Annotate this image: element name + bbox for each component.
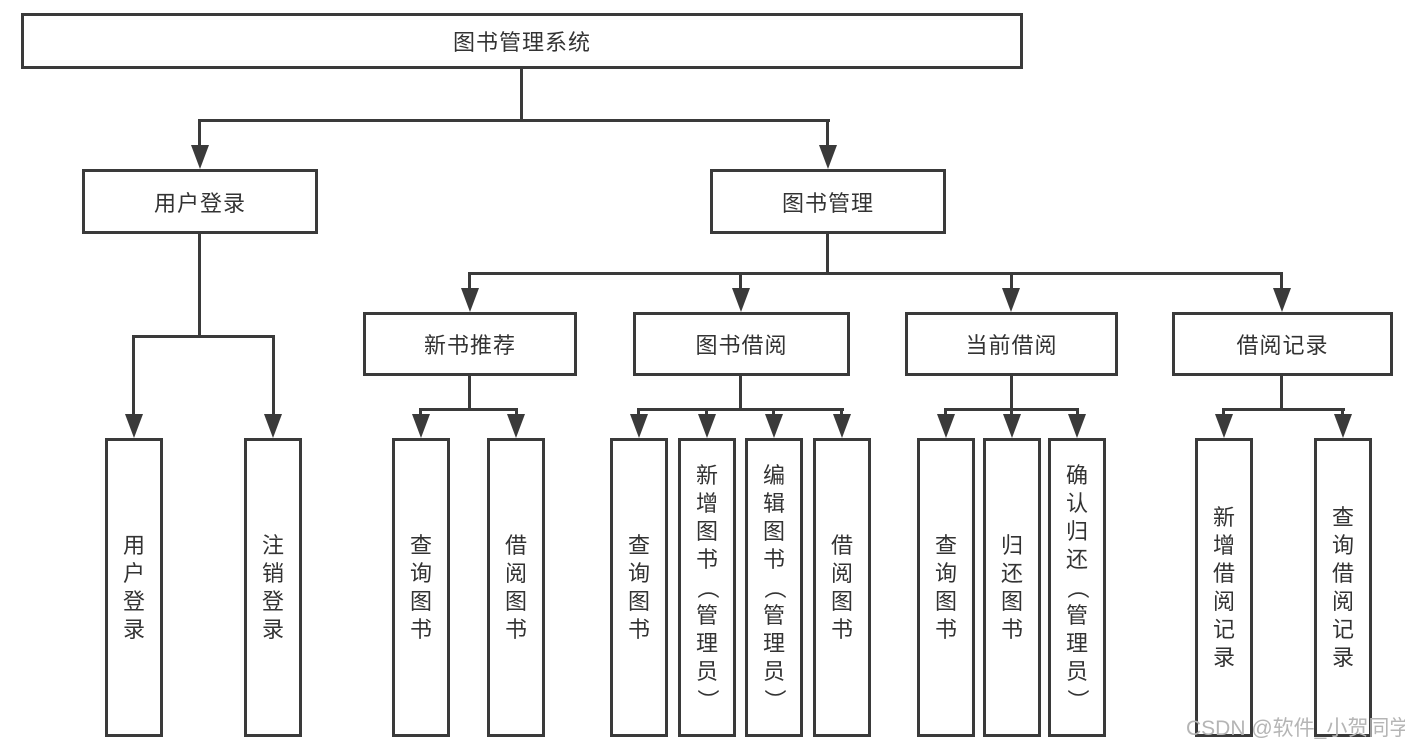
leaf-borrow-book-recommend: 借阅图书 [487, 438, 545, 737]
connector-drop-logout-leaf [272, 335, 275, 418]
arrowhead-e1 [630, 414, 648, 438]
arrowhead-login-leaf [125, 414, 143, 438]
connector-root-stub [520, 68, 523, 122]
leaf-query-book-recommend: 查询图书 [392, 438, 450, 737]
leaf-query-book-borrow: 查询图书 [610, 438, 668, 737]
connector-user-login-stub [198, 233, 201, 338]
arrowhead-e4 [833, 414, 851, 438]
node-library-management-system: 图书管理系统 [21, 13, 1023, 69]
leaf-add-borrow-record: 新增借阅记录 [1195, 438, 1253, 737]
connector-drop-f3 [1076, 408, 1079, 418]
connector-drop-d1 [419, 408, 422, 418]
watermark: CSDN @软件_小贺同学 [1186, 717, 1405, 740]
connector-current-stub [1010, 375, 1013, 411]
leaf-query-borrow-record: 查询借阅记录 [1314, 438, 1372, 737]
connector-drop-f1 [944, 408, 947, 418]
node-new-book-recommend: 新书推荐 [363, 312, 577, 376]
arrowhead-f3 [1068, 414, 1086, 438]
connector-drop-f2 [1010, 408, 1013, 418]
connector-drop-borrow [739, 272, 742, 292]
connector-drop-current [1010, 272, 1013, 292]
arrowhead-records [1273, 288, 1291, 312]
arrowhead-f2 [1003, 414, 1021, 438]
connector-drop-g1 [1222, 408, 1225, 418]
node-book-borrowing: 图书借阅 [633, 312, 850, 376]
node-current-borrowing: 当前借阅 [905, 312, 1118, 376]
connector-drop-e2 [705, 408, 708, 418]
leaf-logout: 注销登录 [244, 438, 302, 737]
arrowhead-g1 [1215, 414, 1233, 438]
connector-drop-d2 [515, 408, 518, 418]
arrowhead-d2 [507, 414, 525, 438]
leaf-confirm-return-admin: 确认归还（管理员） [1048, 438, 1106, 737]
arrowhead-e3 [765, 414, 783, 438]
connector-bracket-level2 [198, 119, 830, 122]
arrowhead-d1 [412, 414, 430, 438]
connector-records-stub [1280, 375, 1283, 411]
leaf-add-book-admin: 新增图书（管理员） [678, 438, 736, 737]
connector-new-rec-stub [468, 375, 471, 411]
connector-bracket-new-rec [419, 408, 518, 411]
connector-drop-e1 [637, 408, 640, 418]
connector-drop-e3 [772, 408, 775, 418]
arrowhead-book-mgmt [819, 145, 837, 169]
connector-drop-user-login [198, 119, 201, 149]
connector-bracket-records [1222, 408, 1345, 411]
connector-bracket-level3 [468, 272, 1283, 275]
connector-drop-e4 [840, 408, 843, 418]
arrowhead-logout-leaf [264, 414, 282, 438]
connector-drop-records [1280, 272, 1283, 292]
connector-drop-g2 [1341, 408, 1344, 418]
connector-drop-login-leaf [132, 335, 135, 418]
arrowhead-current [1002, 288, 1020, 312]
connector-drop-book-mgmt [826, 119, 829, 149]
leaf-user-login: 用户登录 [105, 438, 163, 737]
connector-borrow-stub [739, 375, 742, 411]
arrowhead-f1 [937, 414, 955, 438]
node-book-management: 图书管理 [710, 169, 946, 234]
arrowhead-g2 [1334, 414, 1352, 438]
connector-bracket-user-login [132, 335, 275, 338]
arrowhead-e2 [698, 414, 716, 438]
arrowhead-user-login [191, 145, 209, 169]
arrowhead-new-rec [461, 288, 479, 312]
leaf-query-book-current: 查询图书 [917, 438, 975, 737]
connector-drop-new-rec [468, 272, 471, 292]
arrowhead-borrow [732, 288, 750, 312]
connector-book-mgmt-stub [826, 233, 829, 275]
node-borrowing-records: 借阅记录 [1172, 312, 1393, 376]
connector-bracket-borrow [637, 408, 844, 411]
node-user-login: 用户登录 [82, 169, 318, 234]
leaf-edit-book-admin: 编辑图书（管理员） [745, 438, 803, 737]
leaf-borrow-book: 借阅图书 [813, 438, 871, 737]
leaf-return-book: 归还图书 [983, 438, 1041, 737]
